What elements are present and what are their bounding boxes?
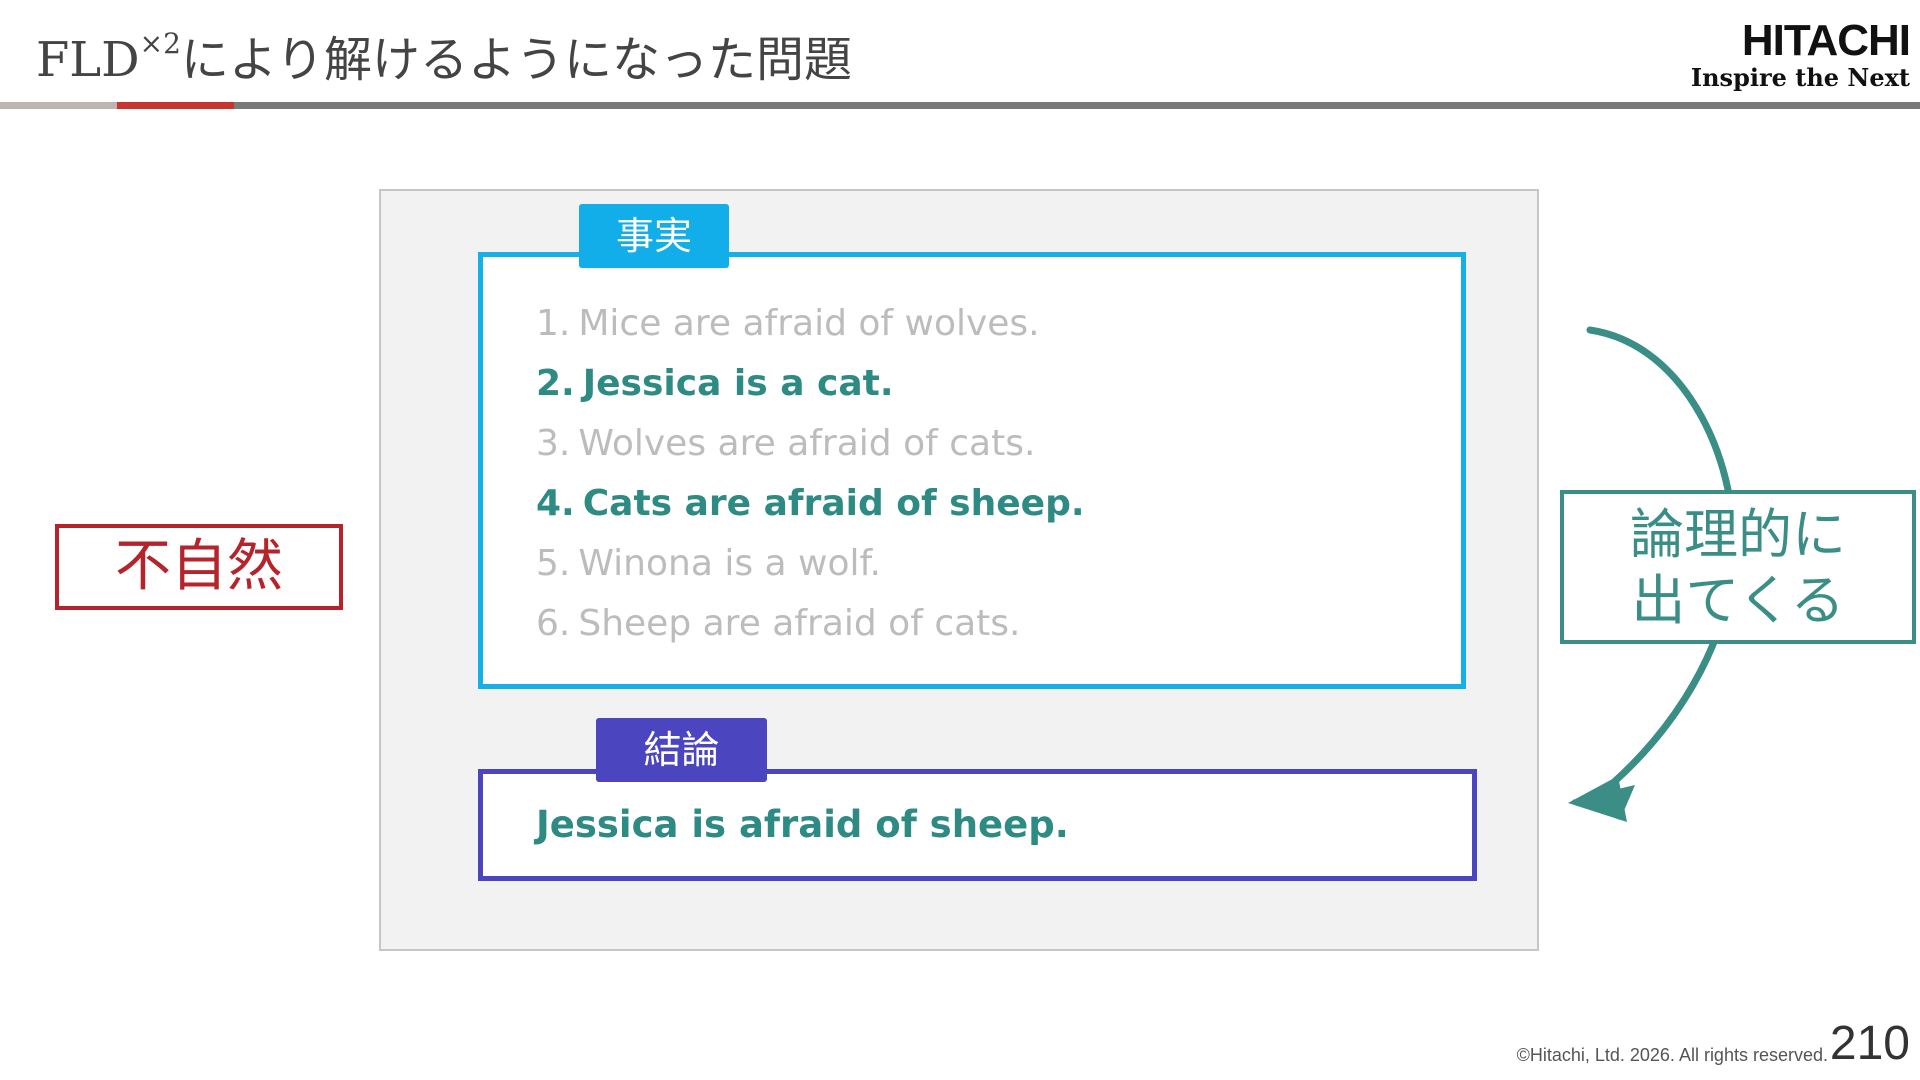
fact-item: 5.Winona is a wolf. [536,534,1085,594]
slide-title: FLD×2により解けるようになった問題 [36,20,852,90]
title-superscript: ×2 [139,27,181,60]
fact-item: 4.Cats are afraid of sheep. [536,474,1085,534]
logical-line-2: 出てくる [1631,569,1845,632]
fact-item: 2.Jessica is a cat. [536,354,1085,414]
fact-item: 1.Mice are afraid of wolves. [536,294,1085,354]
fact-text: Jessica is a cat. [582,363,894,404]
fact-number: 4. [536,483,575,524]
fact-number: 1. [536,303,571,344]
conclusion-tab: 結論 [596,718,767,782]
unnatural-label: 不自然 [55,524,343,610]
facts-list: 1.Mice are afraid of wolves. 2.Jessica i… [536,294,1085,654]
header-divider [0,102,1920,109]
conclusion-box [478,769,1477,881]
title-prefix: FLD [36,32,140,88]
title-rest: により解けるようになった問題 [180,32,852,88]
fact-text: Cats are afraid of sheep. [582,483,1085,524]
facts-box [478,252,1466,689]
divider-segment-grey [0,102,117,109]
logo-tagline: Inspire the Next [1690,63,1910,92]
fact-number: 3. [536,423,571,464]
fact-number: 5. [536,543,571,584]
fact-number: 2. [536,363,575,404]
fact-text: Wolves are afraid of cats. [578,423,1036,464]
fact-item: 6.Sheep are afraid of cats. [536,594,1085,654]
conclusion-text: Jessica is afraid of sheep. [536,803,1069,846]
facts-tab: 事実 [579,204,729,268]
fact-item: 3.Wolves are afraid of cats. [536,414,1085,474]
page-number: 210 [1829,1017,1910,1070]
logical-line-1: 論理的に [1630,503,1846,566]
fact-text: Sheep are afraid of cats. [578,603,1021,644]
copyright-footer: ©Hitachi, Ltd. 2026. All rights reserved… [1516,1045,1828,1065]
logo-wordmark: HITACHI [1741,16,1911,65]
hitachi-logo: HITACHI Inspire the Next [1690,16,1911,92]
fact-text: Winona is a wolf. [578,543,882,584]
logical-derivation-label: 論理的に 出てくる [1560,490,1916,644]
divider-segment-red [117,102,234,109]
fact-text: Mice are afraid of wolves. [578,303,1040,344]
fact-number: 6. [536,603,571,644]
